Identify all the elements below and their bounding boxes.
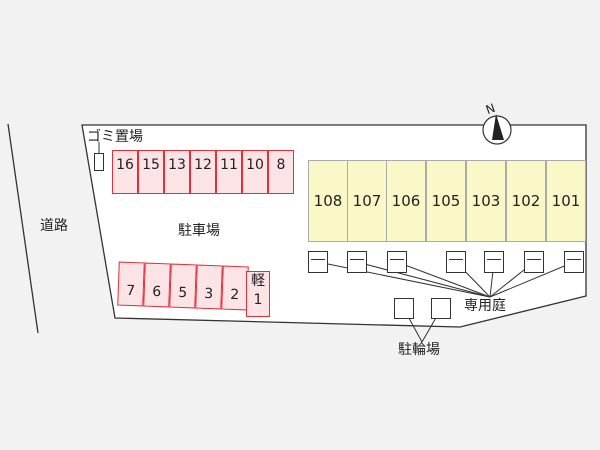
parking-lot-1-compact: 軽 1 <box>246 271 270 317</box>
parking-lot-number: 15 <box>142 157 160 173</box>
unit-number: 105 <box>431 192 461 210</box>
garden-103 <box>484 251 504 273</box>
parking-lot-8: 8 <box>268 150 294 194</box>
unit-number: 102 <box>511 192 541 210</box>
parking-lot-number: 7 <box>126 282 136 300</box>
unit-number: 106 <box>391 192 421 210</box>
bike-lot-b <box>431 298 451 319</box>
private-garden-label: 専用庭 <box>464 298 506 314</box>
compass-icon <box>482 114 512 145</box>
road-label: 道路 <box>40 218 68 234</box>
unit-106: 106 <box>386 160 426 242</box>
parking-lot-6: 6 <box>143 262 171 308</box>
garden-106 <box>387 251 407 273</box>
parking-lot-number: 3 <box>204 285 214 303</box>
road-edge-line <box>7 123 39 334</box>
parking-lot-13: 13 <box>164 150 190 194</box>
unit-108: 108 <box>308 160 348 242</box>
parking-lot-5: 5 <box>169 263 197 309</box>
parking-lot-12: 12 <box>190 150 216 194</box>
parking-lot-number: 1 <box>253 292 263 308</box>
unit-103: 103 <box>466 160 506 242</box>
parking-lot-number: 2 <box>230 286 240 304</box>
unit-number: 107 <box>352 192 382 210</box>
parking-lot-number: 8 <box>276 157 286 173</box>
garden-102 <box>524 251 544 273</box>
parking-lot-number: 10 <box>246 157 264 173</box>
parking-lot-number: 13 <box>168 157 186 173</box>
garden-connectors <box>317 261 575 298</box>
parking-lot-15: 15 <box>138 150 164 194</box>
parking-lot-16: 16 <box>112 150 138 194</box>
unit-102: 102 <box>506 160 546 242</box>
bike-lot-a <box>394 298 414 319</box>
garden-105 <box>446 251 466 273</box>
parking-lot-number: 6 <box>152 283 162 301</box>
garden-107 <box>347 251 367 273</box>
garden-108 <box>308 251 328 273</box>
garbage-box <box>94 153 104 171</box>
parking-lot-7: 7 <box>117 261 145 307</box>
parking-lot-number: 16 <box>116 157 134 173</box>
unit-101: 101 <box>546 160 586 242</box>
unit-105: 105 <box>426 160 466 242</box>
parking-lot-11: 11 <box>216 150 242 194</box>
unit-number: 108 <box>313 192 343 210</box>
garden-101 <box>564 251 584 273</box>
parking-lot-2: 2 <box>221 265 249 311</box>
parking-lot-10: 10 <box>242 150 268 194</box>
parking-lot-number: 12 <box>194 157 212 173</box>
parking-lot-number: 11 <box>220 157 238 173</box>
unit-number: 101 <box>551 192 581 210</box>
bike-parking-label: 駐輪場 <box>398 342 440 358</box>
compact-car-label: 軽 <box>251 273 265 289</box>
garbage-label: ゴミ置場 <box>87 129 143 145</box>
parking-lot-number: 5 <box>178 284 188 302</box>
unit-number: 103 <box>471 192 501 210</box>
parking-label: 駐車場 <box>178 223 220 239</box>
unit-107: 107 <box>347 160 387 242</box>
parking-lot-3: 3 <box>195 264 223 310</box>
